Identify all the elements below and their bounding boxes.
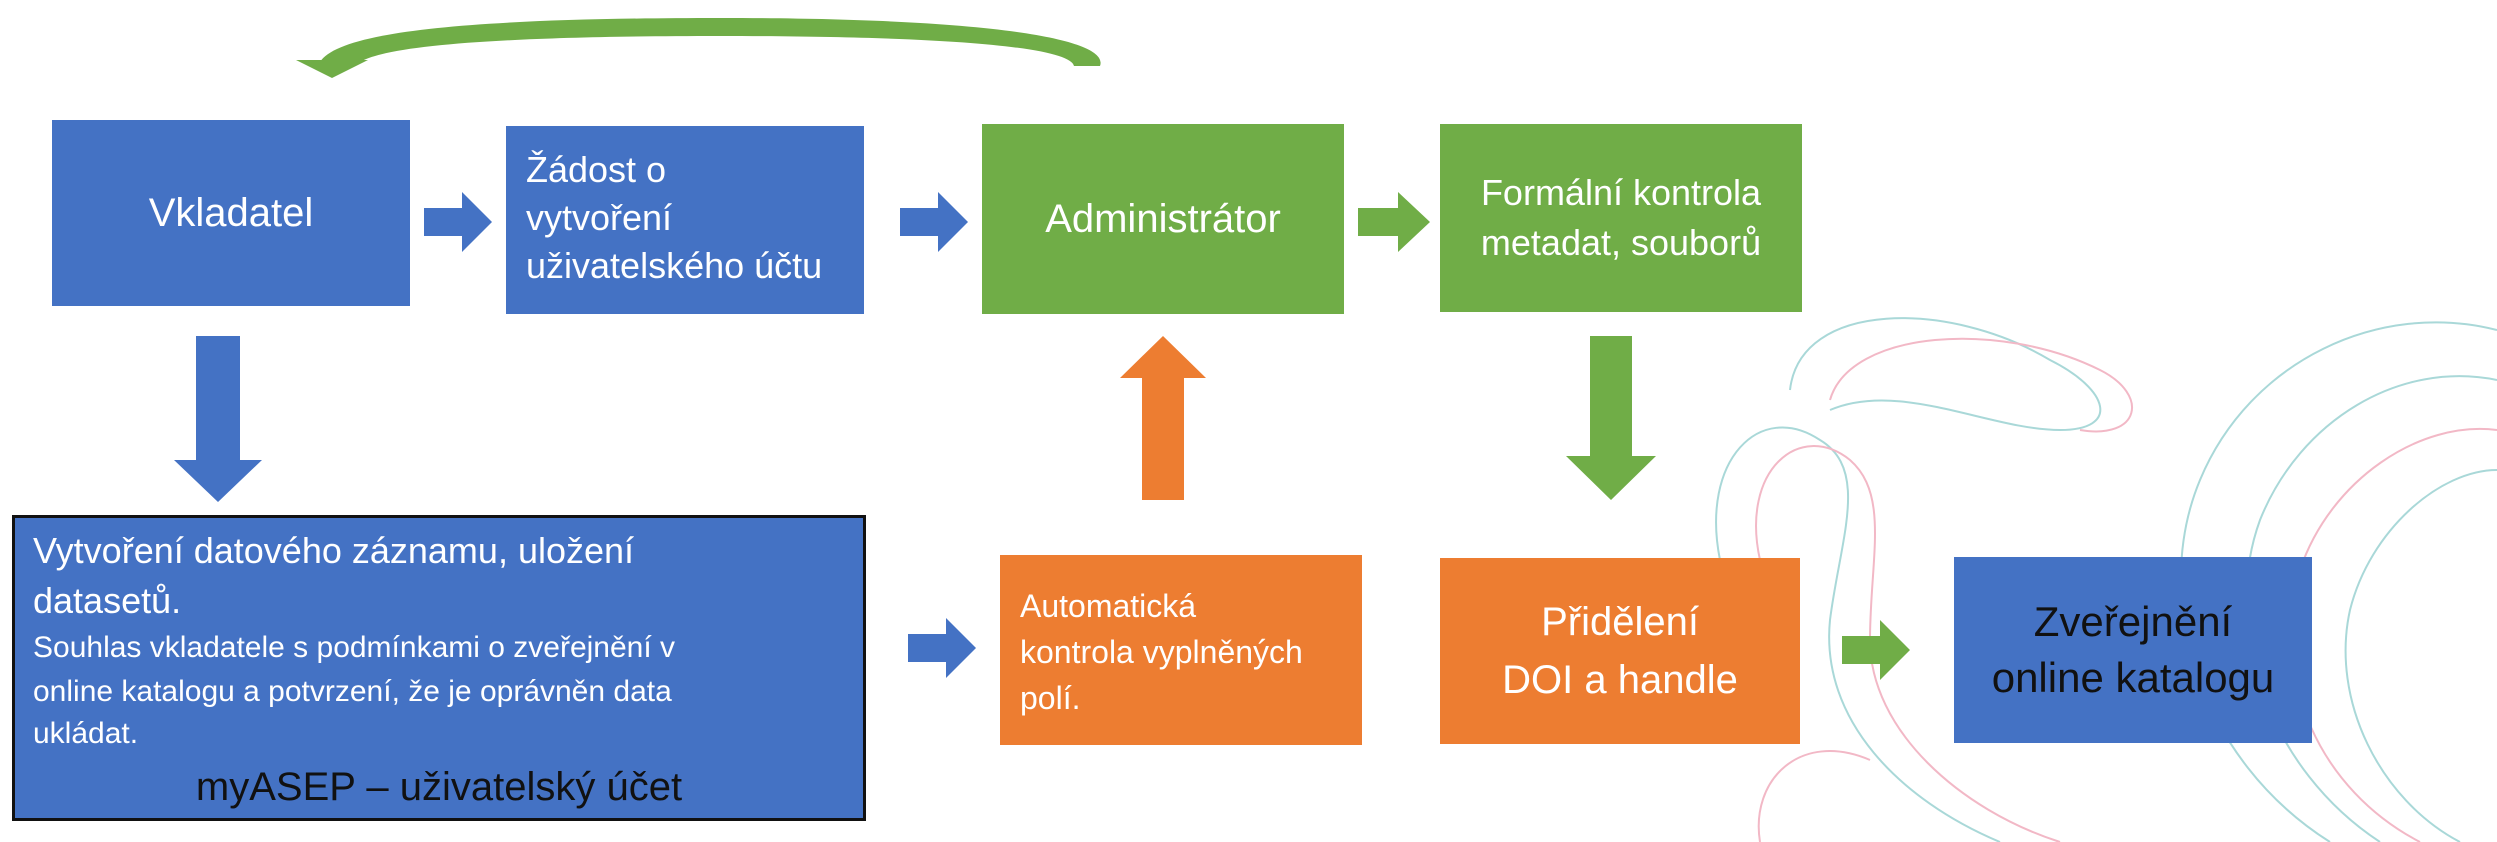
return-arrow-head	[296, 60, 368, 78]
node-vytvoreni-detail-2: online katalogu a potvrzení, že je opráv…	[33, 675, 672, 708]
node-zadost-line-3: uživatelského účtu	[526, 245, 823, 286]
node-zverejneni-line-2: online katalogu	[1991, 654, 2275, 701]
arrow-administrator-to-formalni	[1358, 192, 1430, 252]
node-prideleni: Přidělení DOI a handle	[1440, 558, 1800, 744]
arrow-formalni-to-prideleni	[1566, 336, 1656, 500]
node-vkladatel-label: Vkladatel	[148, 190, 314, 235]
node-vytvoreni-footer: myASEP – uživatelský účet	[195, 765, 683, 809]
node-zverejneni: Zveřejnění online katalogu	[1954, 557, 2312, 743]
node-zverejneni-line-1: Zveřejnění	[2033, 598, 2233, 645]
node-vytvoreni: Vytvoření datového záznamu, uložení data…	[12, 515, 866, 821]
arrow-vkladatel-to-vytvoreni	[174, 336, 262, 502]
node-automaticka-line-3: polí.	[1020, 680, 1081, 716]
node-prideleni-line-1: Přidělení	[1541, 600, 1699, 644]
node-vytvoreni-detail-1: Souhlas vkladatele s podmínkami o zveřej…	[33, 631, 676, 664]
arrow-zadost-to-administrator	[900, 192, 968, 252]
arrow-vytvoreni-to-automaticka	[908, 618, 976, 678]
node-vytvoreni-detail-3: ukládat.	[33, 717, 139, 750]
node-prideleni-line-2: DOI a handle	[1502, 658, 1738, 702]
node-formalni-line-1: Formální kontrola	[1480, 172, 1762, 213]
node-automaticka-line-1: Automatická	[1020, 588, 1197, 624]
node-automaticka-line-2: kontrola vyplněných	[1020, 634, 1303, 670]
return-arrow-curve	[320, 18, 1101, 66]
arrow-automaticka-to-administrator	[1120, 336, 1206, 500]
node-formalni-line-2: metadat, souborů	[1480, 222, 1762, 263]
node-administrator: Administrátor	[982, 124, 1344, 314]
node-vkladatel: Vkladatel	[52, 120, 410, 306]
arrow-prideleni-to-zverejneni	[1842, 620, 1910, 680]
node-zadost: Žádost o vytvoření uživatelského účtu	[506, 126, 864, 314]
node-administrator-label: Administrátor	[1045, 196, 1281, 241]
node-vytvoreni-line-2: datasetů.	[33, 580, 182, 621]
arrow-vkladatel-to-zadost	[424, 192, 492, 252]
node-zadost-line-1: Žádost o	[526, 149, 667, 190]
node-zadost-line-2: vytvoření	[526, 197, 673, 238]
node-automaticka: Automatická kontrola vyplněných polí.	[1000, 555, 1362, 745]
node-formalni: Formální kontrola metadat, souborů	[1440, 124, 1802, 312]
node-vytvoreni-line-1: Vytvoření datového záznamu, uložení	[33, 530, 635, 571]
